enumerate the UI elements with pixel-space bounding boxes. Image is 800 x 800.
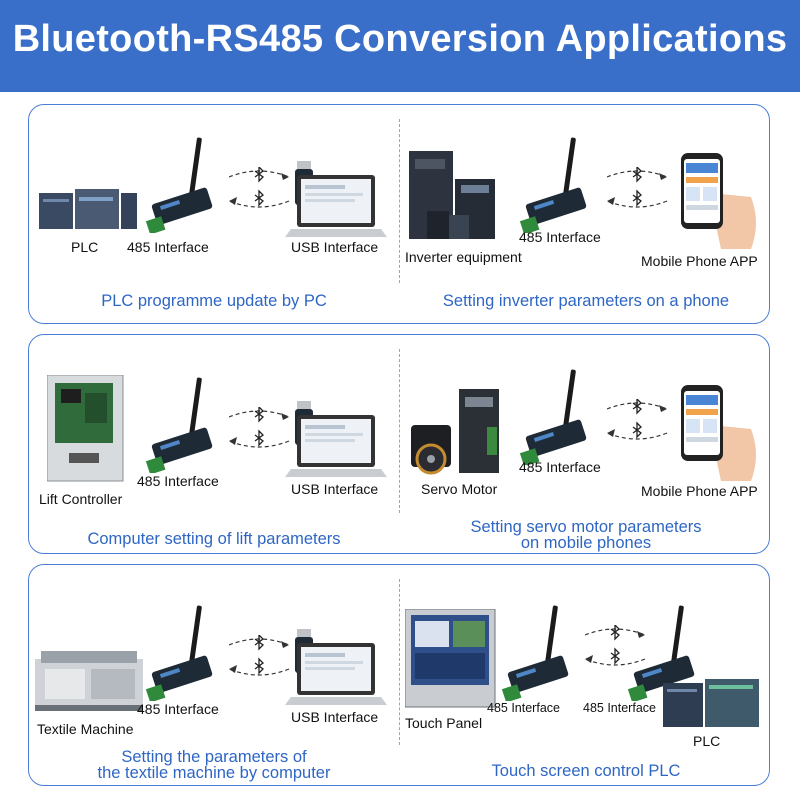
rs485-adapter-icon bbox=[519, 369, 588, 465]
bluetooth-link-icon bbox=[229, 167, 290, 208]
interface2-label: 485 Interface bbox=[583, 701, 656, 715]
panel-plc-inverter: PLC 485 Interface USB Interface PLC prog… bbox=[28, 104, 770, 324]
target-label: Mobile Phone APP bbox=[641, 483, 758, 499]
rs485-adapter-icon bbox=[519, 137, 588, 233]
scenario-caption: Computer setting of lift parameters bbox=[87, 530, 341, 548]
laptop-icon bbox=[285, 643, 387, 705]
bluetooth-link-icon bbox=[607, 167, 668, 208]
bluetooth-link-icon bbox=[229, 407, 290, 448]
scenario-caption-line2: on mobile phones bbox=[520, 534, 652, 552]
panel-divider bbox=[399, 349, 400, 513]
interface-label: 485 Interface bbox=[519, 459, 601, 475]
textile-machine-icon bbox=[35, 651, 143, 711]
plc-device-icon bbox=[663, 679, 759, 727]
device-label: Touch Panel bbox=[405, 715, 483, 731]
servo-motor-icon bbox=[411, 389, 499, 475]
target-label: USB Interface bbox=[291, 709, 379, 725]
device-label: Lift Controller bbox=[39, 491, 123, 507]
bluetooth-link-icon bbox=[607, 399, 668, 440]
scenario-caption-line1: Setting the parameters of bbox=[121, 748, 307, 766]
scenario-caption: PLC programme update by PC bbox=[101, 292, 327, 310]
target-label: PLC bbox=[693, 733, 721, 749]
interface-label: 485 Interface bbox=[127, 239, 209, 255]
interface-label: 485 Interface bbox=[487, 701, 560, 715]
plc-device-icon bbox=[39, 189, 137, 229]
device-label: PLC bbox=[71, 239, 99, 255]
laptop-icon bbox=[285, 175, 387, 237]
mobile-phone-icon bbox=[681, 385, 756, 481]
header-bar: Bluetooth-RS485 Conversion Applications bbox=[0, 0, 800, 92]
target-label: USB Interface bbox=[291, 481, 379, 497]
interface-label: 485 Interface bbox=[519, 229, 601, 245]
page-title: Bluetooth-RS485 Conversion Applications bbox=[12, 18, 788, 60]
device-label: Inverter equipment bbox=[405, 249, 522, 265]
rs485-adapter-icon bbox=[145, 605, 214, 701]
mobile-phone-icon bbox=[681, 153, 756, 249]
target-label: USB Interface bbox=[291, 239, 379, 255]
panel-lift-servo: Lift Controller 485 Interface USB Interf… bbox=[28, 334, 770, 554]
panel-divider bbox=[399, 119, 400, 283]
panel-divider bbox=[399, 579, 400, 745]
inverter-device-icon bbox=[409, 151, 495, 239]
rs485-adapter-icon bbox=[145, 377, 214, 473]
scenario-caption-line2: the textile machine by computer bbox=[97, 764, 331, 782]
bluetooth-link-icon bbox=[229, 635, 290, 676]
touch-panel-icon bbox=[405, 609, 496, 708]
interface-label: 485 Interface bbox=[137, 473, 219, 489]
interface-label: 485 Interface bbox=[137, 701, 219, 717]
device-label: Servo Motor bbox=[421, 481, 498, 497]
scenario-caption: Setting inverter parameters on a phone bbox=[442, 292, 730, 310]
target-label: Mobile Phone APP bbox=[641, 253, 758, 269]
scenario-caption-line1: Setting servo motor parameters bbox=[470, 518, 702, 536]
rs485-adapter-icon bbox=[501, 605, 570, 701]
device-label: Textile Machine bbox=[37, 721, 134, 737]
panel-textile-touch: Textile Machine 485 Interface USB Interf… bbox=[28, 564, 770, 786]
scenario-caption: Touch screen control PLC bbox=[491, 762, 681, 780]
lift-controller-icon bbox=[47, 375, 124, 482]
rs485-adapter-icon bbox=[145, 137, 214, 233]
laptop-icon bbox=[285, 415, 387, 477]
